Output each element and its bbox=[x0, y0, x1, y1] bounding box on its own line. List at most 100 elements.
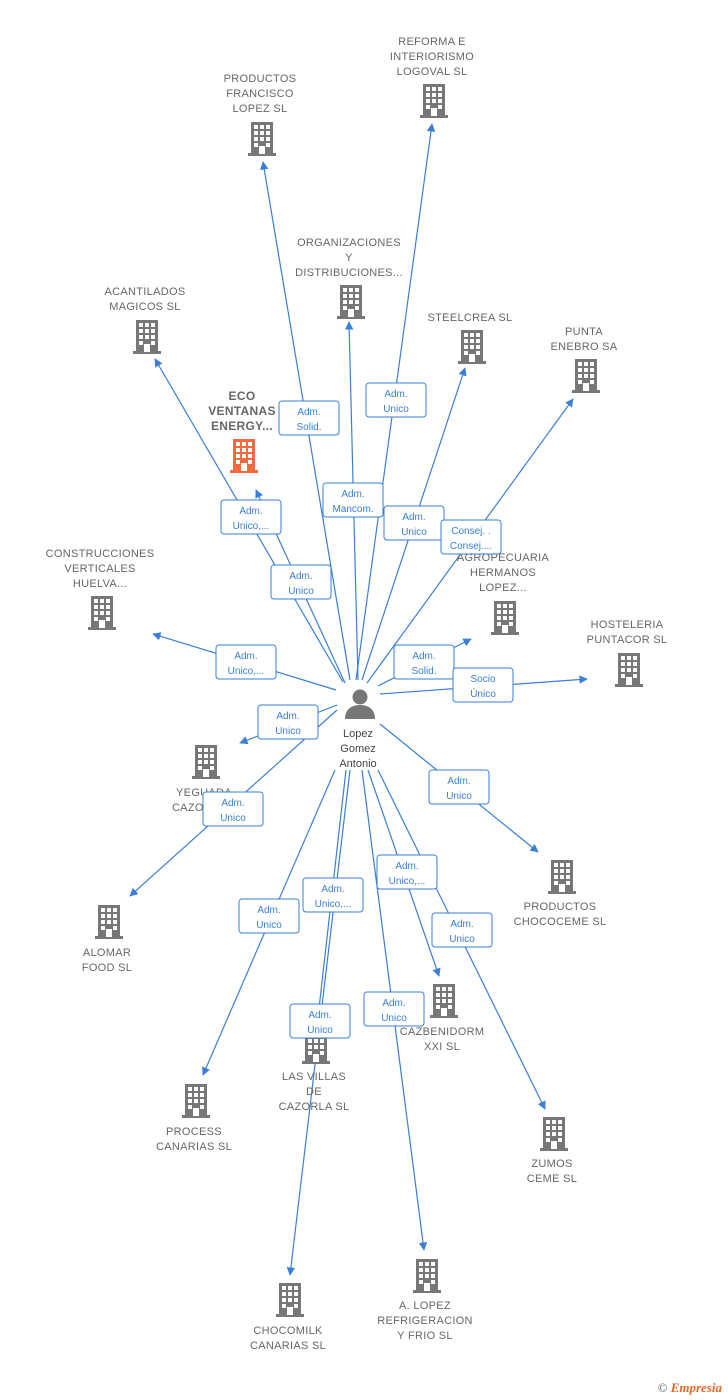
relation-label-line: Unico bbox=[401, 527, 427, 538]
relation-label-line: Socio bbox=[470, 674, 495, 685]
node-label-line: INTERIORISMO bbox=[390, 51, 474, 63]
node-organizaciones[interactable]: ORGANIZACIONESYDISTRIBUCIONES... bbox=[295, 237, 403, 319]
relation-label-eco-ventanas[interactable]: Adm.Unico,... bbox=[220, 499, 282, 535]
relation-label-line: Adm. bbox=[341, 489, 364, 500]
relation-label-line: Adm. bbox=[450, 919, 473, 930]
node-label-line: CEME SL bbox=[527, 1173, 577, 1185]
center-name-line-1: Lopez bbox=[343, 728, 373, 740]
node-construcciones[interactable]: CONSTRUCCIONESVERTICALESHUELVA... bbox=[46, 548, 155, 630]
node-label-line: FRANCISCO bbox=[226, 88, 294, 100]
node-label-line: REFRIGERACION bbox=[377, 1315, 473, 1327]
building-icon bbox=[615, 653, 643, 687]
node-label-line: PUNTACOR SL bbox=[587, 634, 668, 646]
relation-label-line: Solid. bbox=[296, 422, 321, 433]
relation-label-process-canarias[interactable]: Adm. Unico bbox=[238, 898, 300, 934]
relation-box bbox=[220, 499, 282, 535]
relation-label-line: Unico,... bbox=[389, 876, 426, 887]
relation-label-organizaciones[interactable]: Adm. Mancom. bbox=[322, 482, 384, 518]
node-label-line: CAZORLA SL bbox=[279, 1101, 350, 1113]
relation-box bbox=[365, 382, 427, 418]
relation-label-las-villas[interactable]: Adm.Unico,... bbox=[302, 877, 364, 913]
building-icon bbox=[491, 601, 519, 635]
node-label-line: ECO bbox=[229, 389, 256, 403]
center-name-line-3: Antonio bbox=[339, 758, 376, 770]
node-label-line: MAGICOS SL bbox=[109, 301, 180, 313]
node-label-line: CONSTRUCCIONES bbox=[46, 548, 155, 560]
node-las-villas[interactable]: LAS VILLAS DE CAZORLA SL bbox=[279, 1030, 350, 1113]
relation-label-yeguada[interactable]: Adm.Unico bbox=[257, 704, 319, 740]
relation-label-line: Adm. bbox=[297, 407, 320, 418]
relation-label-line: Adm. bbox=[412, 651, 435, 662]
relation-label-cazbenidorm[interactable]: Adm. Unico,... bbox=[376, 854, 438, 890]
node-label-line: HERMANOS bbox=[470, 567, 536, 579]
relation-box bbox=[393, 644, 455, 680]
relation-label-zumos-ceme[interactable]: Adm.Unico bbox=[431, 912, 493, 948]
relation-box bbox=[440, 519, 502, 555]
relation-labels-layer: Adm.Solid.Adm.UnicoAdm.Mancom.Adm.UnicoA… bbox=[202, 382, 514, 1039]
node-label-line: AGROPECUARIA bbox=[457, 552, 550, 564]
relation-label-line: Consej.... bbox=[450, 541, 492, 552]
building-icon bbox=[548, 860, 576, 894]
relation-box bbox=[202, 791, 264, 827]
node-label-line: PRODUCTOS bbox=[524, 901, 597, 913]
relation-label-line: Unico bbox=[288, 586, 314, 597]
relation-box bbox=[302, 877, 364, 913]
center-node[interactable]: Lopez Gomez Antonio bbox=[339, 689, 377, 771]
building-icon bbox=[95, 905, 123, 939]
node-label-line: ENERGY... bbox=[211, 419, 273, 433]
node-label-line: LOPEZ... bbox=[479, 582, 527, 594]
node-label-line: PUNTA bbox=[565, 326, 603, 338]
node-agropecuaria[interactable]: AGROPECUARIA HERMANOS LOPEZ... bbox=[457, 552, 550, 635]
relation-label-line: Unico bbox=[256, 920, 282, 931]
node-label-line: CANARIAS SL bbox=[250, 1340, 326, 1352]
relation-box bbox=[376, 854, 438, 890]
node-label-line: ALOMAR bbox=[83, 947, 131, 959]
relation-box bbox=[215, 644, 277, 680]
relation-label-line: Adm. bbox=[257, 905, 280, 916]
relation-label-line: Único bbox=[470, 687, 496, 700]
relation-box bbox=[238, 898, 300, 934]
relation-label-line: Adm. bbox=[395, 861, 418, 872]
relation-label-punta-enebro[interactable]: Consej. .Consej.... bbox=[440, 519, 502, 555]
node-eco-ventanas[interactable]: ECOVENTANASENERGY... bbox=[208, 389, 276, 473]
relation-box bbox=[278, 400, 340, 436]
relation-label-agropecuaria[interactable]: Adm.Solid. bbox=[393, 644, 455, 680]
node-steelcrea[interactable]: STEELCREA SL bbox=[428, 312, 513, 364]
relation-label-construcciones[interactable]: Adm.Unico,... bbox=[215, 644, 277, 680]
node-label-line: LAS VILLAS bbox=[282, 1071, 346, 1083]
node-hosteleria[interactable]: HOSTELERIA PUNTACOR SL bbox=[587, 619, 668, 687]
relation-label-a-lopez-refrigeracion[interactable]: Adm.Unico bbox=[363, 991, 425, 1027]
node-label-line: HOSTELERIA bbox=[591, 619, 664, 631]
relation-label-line: Mancom. bbox=[332, 504, 373, 515]
relation-box bbox=[270, 564, 332, 600]
relation-label-acantilados[interactable]: Adm.Unico bbox=[270, 564, 332, 600]
node-label-line: XXI SL bbox=[424, 1041, 460, 1053]
relation-label-chocomilk[interactable]: Adm.Unico bbox=[289, 1003, 351, 1039]
node-label-line: PRODUCTOS bbox=[224, 73, 297, 85]
footer: © Empresia bbox=[658, 1380, 722, 1396]
relation-label-line: Adm. bbox=[308, 1010, 331, 1021]
building-icon bbox=[248, 122, 276, 156]
building-icon bbox=[458, 330, 486, 364]
node-label-line: DE bbox=[306, 1086, 322, 1098]
relation-label-steelcrea[interactable]: Adm.Unico bbox=[383, 505, 445, 541]
relation-label-reforma-interiorismo[interactable]: Adm.Unico bbox=[365, 382, 427, 418]
relation-label-productos-francisco[interactable]: Adm. Solid. bbox=[278, 400, 340, 436]
relation-label-productos-chococeme[interactable]: Adm.Unico bbox=[428, 769, 490, 805]
building-icon bbox=[413, 1259, 441, 1293]
node-label-line: VENTANAS bbox=[208, 404, 276, 418]
relation-label-alomar[interactable]: Adm.Unico bbox=[202, 791, 264, 827]
